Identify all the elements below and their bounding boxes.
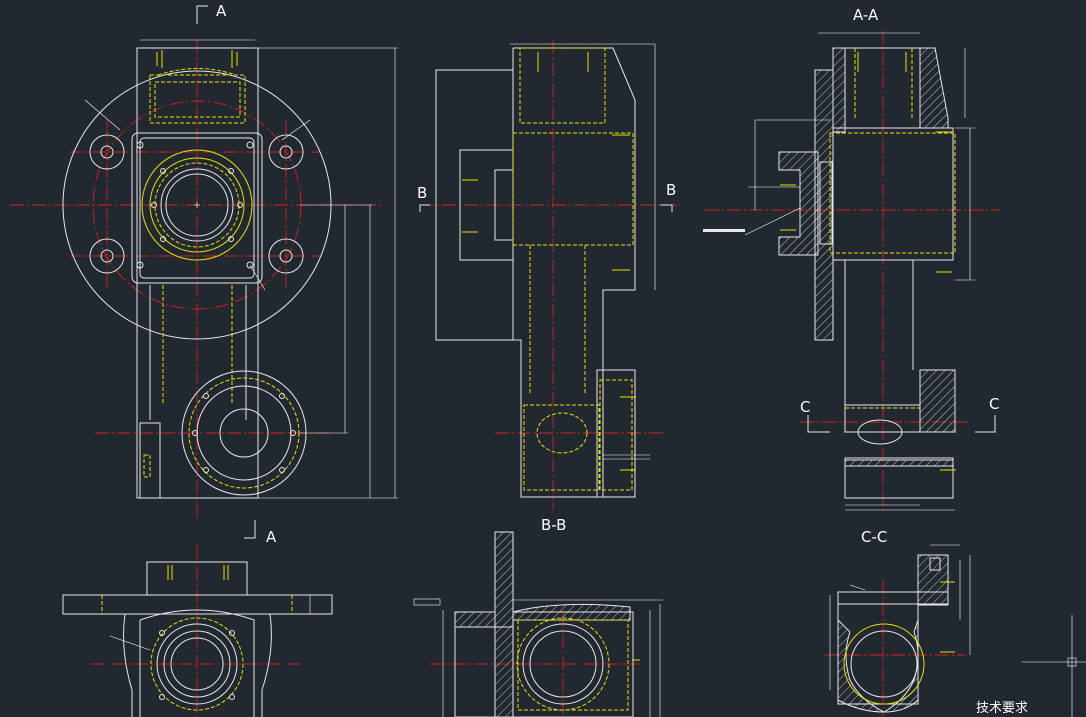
section-marker-c-right: C <box>989 395 999 413</box>
front-view <box>10 5 398 539</box>
view-title-a-a: A-A <box>853 6 879 24</box>
section-view-c-c <box>825 544 1086 717</box>
section-marker-a-top: A <box>216 2 227 20</box>
section-marker-b-right: B <box>666 181 676 199</box>
view-title-c-c: C-C <box>861 528 887 546</box>
section-marker-b-left: B <box>417 184 427 202</box>
view-title-b-b: B-B <box>541 516 566 534</box>
section-view-b-b <box>413 531 663 717</box>
side-view <box>419 40 680 510</box>
section-marker-a-bottom: A <box>266 528 277 546</box>
section-marker-c-left: C <box>800 398 810 416</box>
section-view-a-a <box>703 30 1000 512</box>
technical-requirements-heading: 技术要求 <box>976 701 1028 716</box>
top-view <box>62 545 333 717</box>
